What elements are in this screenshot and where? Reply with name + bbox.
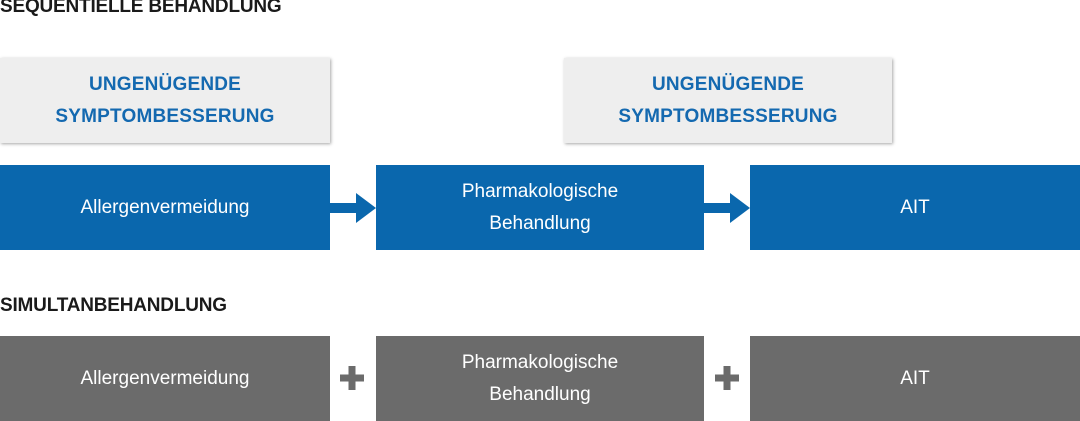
sequential-heading: SEQUENTIELLE BEHANDLUNG: [0, 0, 282, 17]
step-label: Allergenvermeidung: [80, 196, 250, 218]
plus-icon: [340, 366, 364, 390]
simultaneous-step-allergen-avoidance: Allergenvermeidung: [0, 336, 330, 421]
step-label: AIT: [900, 196, 930, 218]
sequential-step-ait: AIT: [750, 165, 1080, 250]
arrow-right-icon: [704, 193, 750, 223]
insufficient-improvement-note-2: UNGENÜGENDE SYMPTOMBESSERUNG: [564, 58, 892, 143]
step-label: Pharmakologische Behandlung: [461, 351, 619, 405]
insufficient-improvement-note-1: UNGENÜGENDE SYMPTOMBESSERUNG: [0, 58, 330, 143]
step-label: Pharmakologische Behandlung: [461, 180, 619, 234]
step-label: AIT: [900, 367, 930, 389]
plus-icon: [715, 366, 739, 390]
step-label: Allergenvermeidung: [80, 367, 250, 389]
arrow-right-icon: [330, 193, 376, 223]
note-text: UNGENÜGENDE SYMPTOMBESSERUNG: [55, 73, 275, 127]
simultaneous-step-ait: AIT: [750, 336, 1080, 421]
simultaneous-heading: SIMULTANBEHANDLUNG: [0, 295, 227, 316]
note-text: UNGENÜGENDE SYMPTOMBESSERUNG: [618, 73, 838, 127]
sequential-step-allergen-avoidance: Allergenvermeidung: [0, 165, 330, 250]
simultaneous-step-pharmacological-treatment: Pharmakologische Behandlung: [376, 336, 704, 421]
sequential-step-pharmacological-treatment: Pharmakologische Behandlung: [376, 165, 704, 250]
